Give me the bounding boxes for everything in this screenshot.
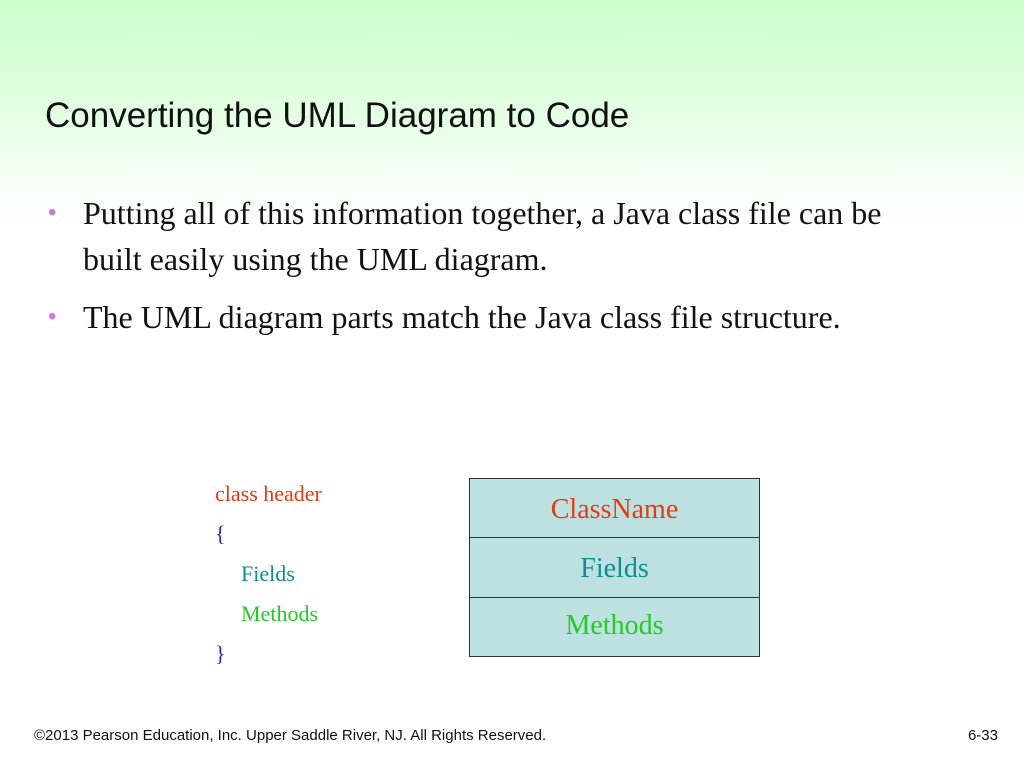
code-fields: Fields [241, 561, 295, 586]
footer-copyright: ©2013 Pearson Education, Inc. Upper Sadd… [34, 727, 547, 744]
bullet-text: Putting all of this information together… [83, 195, 882, 277]
bullet-list: • Putting all of this information togeth… [44, 190, 924, 352]
bullet-text: The UML diagram parts match the Java cla… [83, 299, 841, 335]
code-open-brace: { [215, 521, 226, 546]
page-number: 6-33 [967, 727, 998, 744]
bullet-icon: • [48, 199, 57, 226]
uml-class-diagram: ClassName Fields Methods [469, 478, 760, 657]
uml-class-name: ClassName [470, 479, 759, 538]
code-close-brace: } [215, 641, 226, 666]
uml-methods: Methods [565, 610, 664, 641]
bullet-item: • Putting all of this information togeth… [44, 190, 924, 282]
uml-fields: Fields [470, 538, 759, 598]
code-structure: class header { Fields Methods } [215, 478, 322, 678]
bullet-icon: • [48, 303, 57, 330]
code-methods: Methods [241, 601, 318, 626]
bullet-item: • The UML diagram parts match the Java c… [44, 294, 924, 340]
slide-title: Converting the UML Diagram to Code [45, 96, 630, 135]
code-class-header: class header [215, 481, 322, 506]
